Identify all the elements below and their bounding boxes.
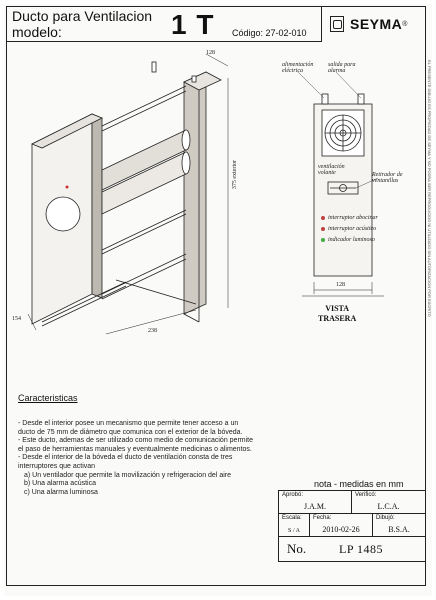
drawing-number-label: No. (287, 541, 307, 556)
escala-label: Escala: (282, 515, 302, 521)
cell-dibujo: Dibujó: B.S.A. (372, 513, 426, 537)
product-code: Código: 27-02-010 (232, 28, 307, 38)
rear-view-drawing (297, 71, 384, 297)
aprobo-value: J.A.M. (303, 502, 326, 511)
seyma-logo-icon (330, 16, 344, 32)
fecha-value: 2010-02-26 (322, 525, 360, 534)
view-title: VISTA TRASERA (318, 304, 356, 324)
label-int-abocinar: interruptor abocinar (328, 215, 378, 221)
cell-aprobo: Aprobó: J.A.M. (278, 490, 352, 514)
aprobo-label: Aprobó: (282, 492, 304, 498)
title-line-2: modelo: (12, 24, 62, 40)
verifico-value: L.C.A. (377, 502, 400, 511)
char-item: a) Un ventilador que permite la moviliza… (24, 471, 231, 479)
dibujo-value: B.S.A. (388, 525, 410, 534)
char-line: ducto de 75 mm de diámetro que comunica … (18, 428, 243, 436)
cell-verifico: Verificó: L.C.A. (351, 490, 426, 514)
cell-drawing-number: No. LP 1485 (278, 536, 426, 562)
label-int-acustico: interruptor acústico (328, 226, 377, 232)
side-legal-note: EL PRESENTE DIBUJO ES PROPIEDAD DE SEYMA… (427, 60, 432, 317)
indicador-luminoso-indicator (321, 238, 325, 242)
interruptor-acustico-indicator (321, 227, 325, 231)
view-title-line-2: TRASERA (318, 314, 357, 323)
sheet-border (6, 6, 426, 586)
isometric-duct-drawing (31, 61, 222, 327)
technical-drawing (27, 53, 384, 335)
label-retirador: Retirador de ventanillas (372, 172, 403, 184)
view-title-line-1: VISTA (325, 304, 350, 313)
fecha-label: Fecha: (313, 515, 332, 521)
dim-width: 238 (148, 328, 157, 334)
verifico-label: Verificó: (355, 492, 377, 498)
cell-escala: Escala: S / A (278, 513, 310, 537)
measurement-note: nota - medidas en mm (314, 479, 404, 489)
characteristics-body: - Desde el interior posee un mecanismo q… (18, 420, 288, 497)
char-line: interruptores que activan (18, 462, 96, 470)
model-number: 1 T (171, 9, 215, 40)
char-line: el paso de herramientas manuales y event… (18, 445, 252, 453)
char-line: - Desde el interior de la bóveda el duct… (18, 454, 233, 462)
front-port-circle (45, 196, 81, 232)
escala-value: S / A (287, 528, 300, 534)
dim-side: 154 (12, 316, 21, 322)
label-indicador: indicador luminoso (328, 237, 375, 243)
dimension-lines (27, 53, 229, 335)
char-item: b) Una alarma acústica (24, 480, 96, 488)
char-item: c) Una alarma luminosa (24, 488, 98, 496)
label-alimentacion: alimentación eléctrica (282, 62, 314, 74)
dibujo-label: Dibujó: (376, 515, 395, 521)
title-box: Ducto para Ventilacion modelo: 1 T Códig… (6, 6, 322, 42)
dim-rear-width: 128 (336, 282, 345, 288)
rear-panel-shaded (183, 71, 207, 315)
front-panel-side (91, 113, 103, 299)
brand-name: SEYMA (350, 16, 403, 32)
char-line: - Este ducto, ademas de ser utilizado co… (18, 437, 254, 445)
interruptor-abocinar-indicator (321, 216, 325, 220)
dim-depth: 128 (206, 50, 215, 56)
registered-mark: ® (402, 20, 408, 28)
label-ventilacion: ventilación volante (318, 164, 345, 176)
characteristics-title: Caracteristicas (18, 393, 78, 403)
char-line: - Desde el interior posee un mecanismo q… (18, 420, 239, 427)
cell-fecha: Fecha: 2010-02-26 (309, 513, 373, 537)
title-line-1: Ducto para Ventilacion (12, 8, 153, 24)
label-salida: salida para alarma (328, 62, 356, 74)
drawing-number-value: LP 1485 (339, 542, 384, 556)
brand-logo: SEYMA ® (322, 6, 426, 42)
front-indicator-dot (65, 185, 69, 189)
dim-height: 375 exterior (232, 160, 238, 190)
